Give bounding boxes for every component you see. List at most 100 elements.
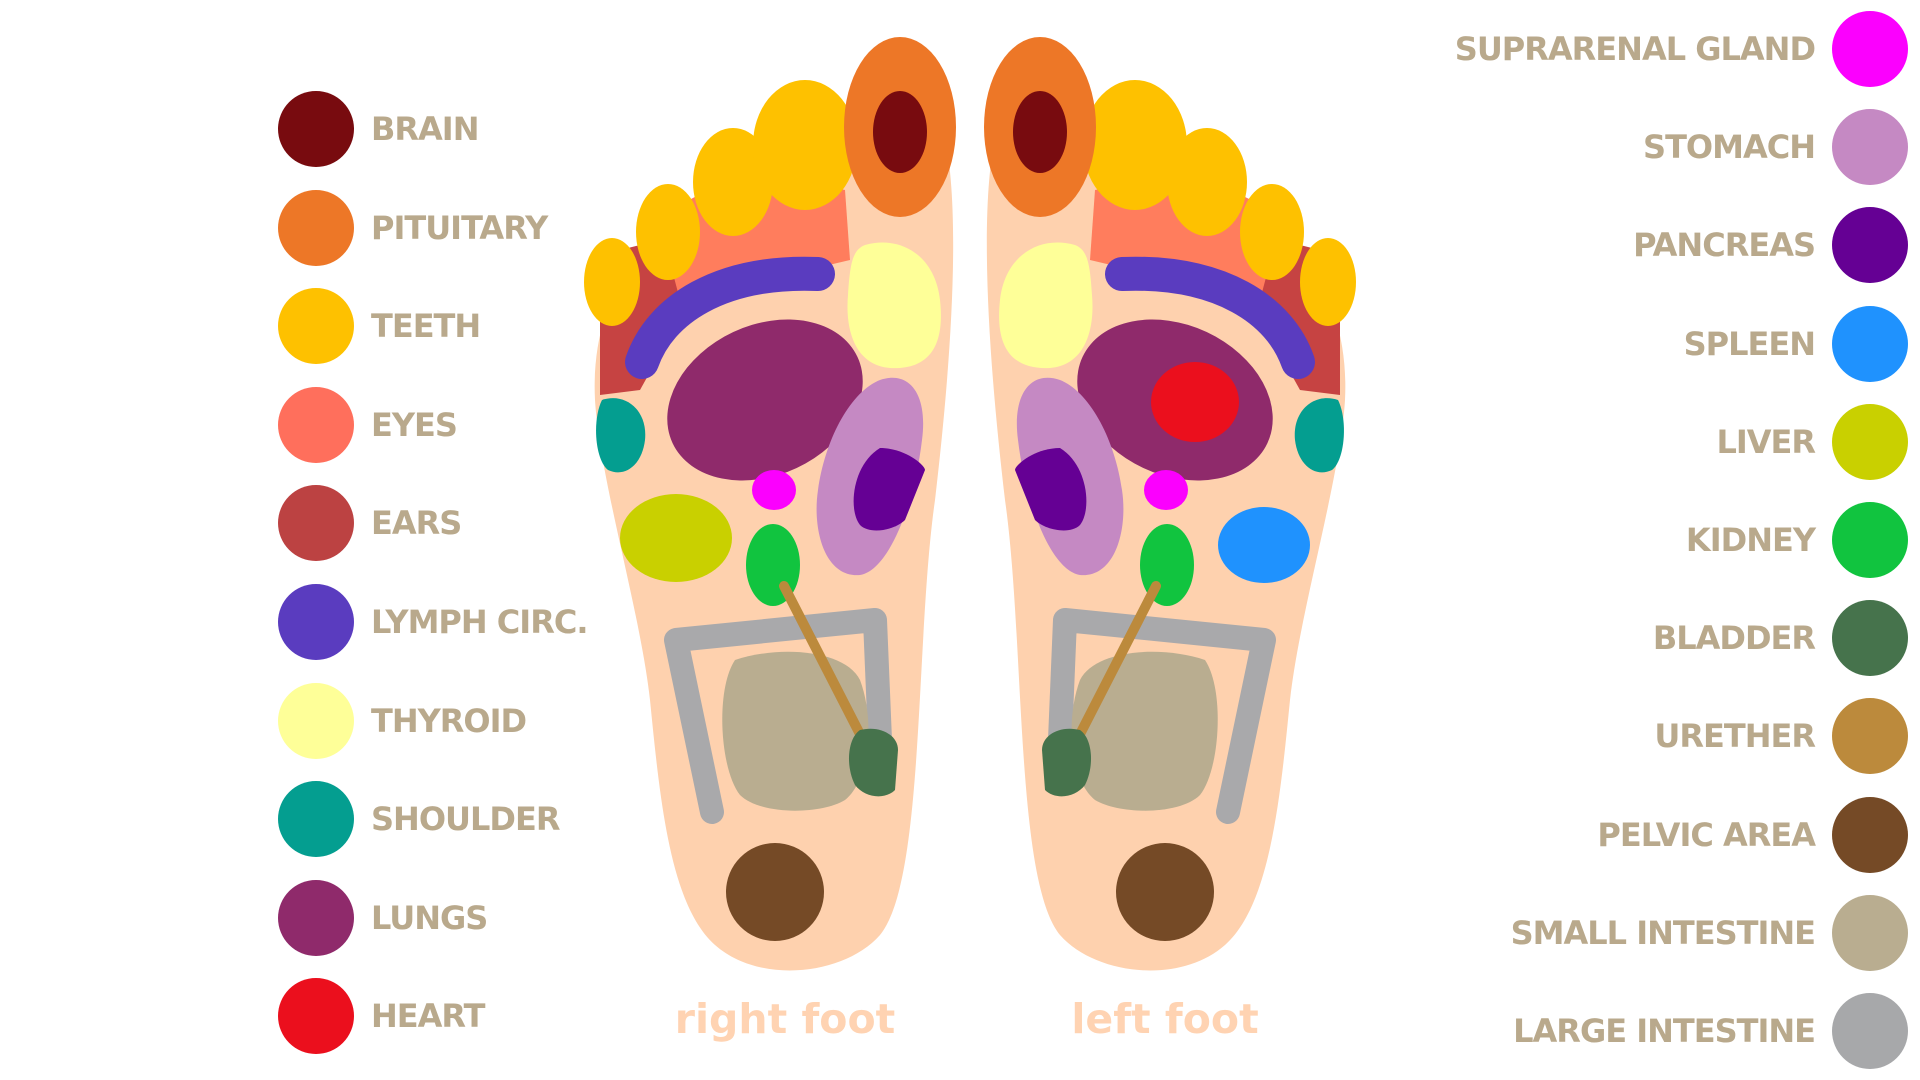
left-legend-item: PITUITARY [278, 189, 548, 266]
right-brain-zone [873, 91, 927, 173]
left-small-intestine [1071, 651, 1218, 811]
legend-swatch [278, 781, 354, 858]
legend-right: SUPRARENAL GLAND STOMACH PANCREAS SPLEEN LIV… [1240, 0, 1920, 1080]
right-legend-item: SPLEEN [1683, 305, 1908, 382]
left-pelvic-zone [1116, 843, 1214, 941]
left-bladder-zone [1042, 728, 1092, 797]
right-legend-item: PANCREAS [1633, 207, 1908, 284]
left-legend-item: LYMPH CIRC. [278, 584, 588, 660]
legend-label: STOMACH [1643, 128, 1816, 167]
legend-label: SMALL INTESTINE [1510, 913, 1816, 952]
left-large-intestine [1048, 608, 1276, 824]
right-lymph-arc [625, 256, 835, 379]
left-urether [1072, 581, 1161, 745]
right-legend-item: LARGE INTESTINE [1513, 993, 1908, 1069]
legend-swatch [278, 288, 354, 365]
right-legend-item: KIDNEY [1686, 502, 1908, 578]
legend-swatch [1832, 600, 1908, 677]
legend-swatch [1832, 109, 1908, 186]
right-legend-item: SUPRARENAL GLAND [1455, 11, 1908, 87]
right-pelvic-zone [726, 843, 824, 941]
legend-label: EARS [371, 504, 462, 543]
right-small-intestine [722, 651, 869, 811]
legend-swatch [1832, 11, 1908, 87]
right-pancreas-zone [853, 448, 925, 531]
legend-label: PANCREAS [1633, 226, 1816, 265]
right-toe-5 [584, 238, 640, 326]
right-large-intestine [664, 608, 892, 824]
legend-swatch [1832, 403, 1908, 480]
legend-label: THYROID [371, 701, 527, 740]
legend-swatch [278, 91, 354, 167]
right-lungs-zone [667, 319, 863, 481]
left-toe-3 [1167, 128, 1247, 236]
legend-label: PELVIC AREA [1597, 815, 1816, 854]
left-legend-item: LUNGS [278, 879, 488, 956]
legend-label: TEETH [371, 307, 481, 346]
right-legend-item: LIVER [1716, 403, 1908, 480]
legend-swatch [278, 584, 354, 660]
right-suprarenal-zone [752, 470, 796, 510]
legend-label: BRAIN [371, 110, 479, 148]
left-toe-4 [1240, 184, 1304, 280]
legend-swatch [278, 386, 354, 463]
legend-swatch [278, 978, 354, 1055]
legend-label: LARGE INTESTINE [1513, 1012, 1816, 1050]
right-legend-item: PELVIC AREA [1597, 796, 1908, 873]
right-legend-item: BLADDER [1652, 600, 1908, 677]
legend-swatch [278, 879, 354, 956]
legend-label: SHOULDER [371, 800, 560, 839]
legend-label: LYMPH CIRC. [371, 603, 588, 641]
legend-swatch [278, 189, 354, 266]
right-bladder-zone [848, 728, 898, 797]
legend-label: BLADDER [1652, 619, 1816, 658]
legend-label: SPLEEN [1683, 324, 1816, 363]
legend-left: BRAIN PITUITARY TEETH EYES EARS LYMPH CIRC. TH… [0, 0, 700, 1080]
left-pancreas-zone [1015, 448, 1087, 531]
legend-label: LIVER [1716, 422, 1816, 461]
right-legend-item: URETHER [1654, 698, 1908, 775]
left-legend-item: EYES [278, 386, 458, 463]
right-foot [584, 37, 956, 971]
left-heart-zone [1151, 362, 1239, 442]
legend-swatch [1832, 894, 1908, 971]
left-legend-item: SHOULDER [278, 781, 560, 858]
legend-label: SUPRARENAL GLAND [1454, 30, 1816, 68]
legend-swatch [1832, 698, 1908, 775]
left-toe-2 [1083, 80, 1187, 210]
legend-swatch [1832, 502, 1908, 578]
legend-swatch [278, 682, 354, 759]
right-liver-zone [620, 494, 732, 582]
left-legend-item: EARS [278, 485, 462, 562]
legend-swatch [1832, 796, 1908, 873]
left-spleen-zone [1218, 507, 1310, 583]
legend-label: EYES [371, 405, 458, 444]
left-legend-item: BRAIN [278, 91, 479, 167]
left-brain-zone [1013, 91, 1067, 173]
left-shoulder-zone [1294, 398, 1344, 473]
legend-label: LUNGS [371, 898, 488, 937]
left-suprarenal-zone [1144, 470, 1188, 510]
legend-swatch [1832, 305, 1908, 382]
right-toe-4 [636, 184, 700, 280]
legend-label: URETHER [1654, 717, 1816, 756]
right-legend-item: STOMACH [1643, 109, 1908, 186]
left-lymph-arc [1105, 256, 1315, 379]
left-legend-item: HEART [278, 978, 485, 1055]
right-urether [779, 581, 868, 745]
legend-label: HEART [371, 997, 485, 1036]
right-legend-item: SMALL INTESTINE [1510, 894, 1908, 971]
right-toe-3 [693, 128, 773, 236]
legend-label: PITUITARY [371, 208, 548, 247]
right-toe-2 [753, 80, 857, 210]
legend-label: KIDNEY [1685, 521, 1816, 559]
legend-swatch [1832, 207, 1908, 284]
left-foot [984, 37, 1356, 971]
left-toe-5 [1300, 238, 1356, 326]
right-thyroid-zone [847, 242, 941, 369]
right-shoulder-zone [596, 398, 646, 473]
left-thyroid-zone [999, 242, 1093, 369]
left-legend-item: TEETH [278, 288, 481, 365]
